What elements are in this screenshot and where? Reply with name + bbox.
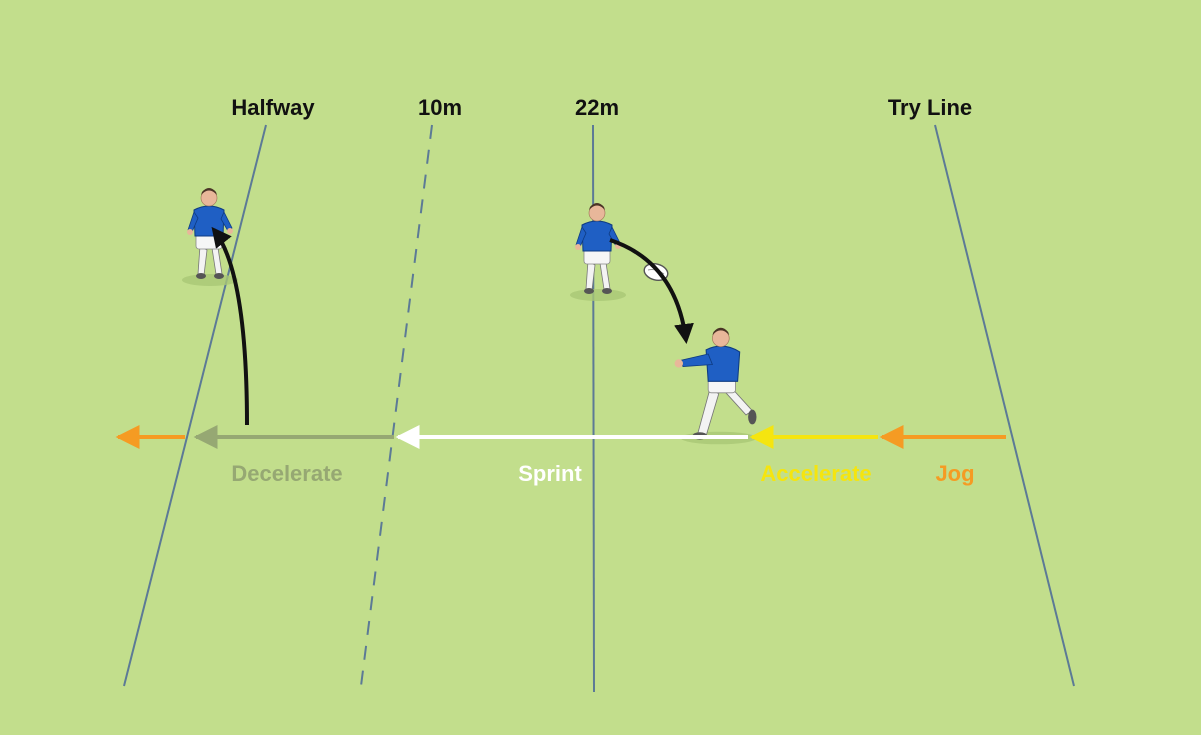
ten-metre-line: [360, 124, 433, 687]
running-player: [674, 327, 757, 445]
decelerate-label: Decelerate: [231, 461, 342, 486]
try-line: [934, 124, 1075, 687]
accelerate-label: Accelerate: [760, 461, 871, 486]
ten-metre-label: 10m: [418, 95, 462, 120]
sprint-label: Sprint: [518, 461, 582, 486]
try-line-label: Try Line: [888, 95, 972, 120]
return-pass-arrow: [211, 226, 249, 426]
halfway-line: [123, 124, 267, 687]
twentytwo-label: 22m: [575, 95, 619, 120]
pass-arrow: [609, 238, 694, 344]
halfway-label: Halfway: [231, 95, 315, 120]
jog-label: Jog: [935, 461, 974, 486]
